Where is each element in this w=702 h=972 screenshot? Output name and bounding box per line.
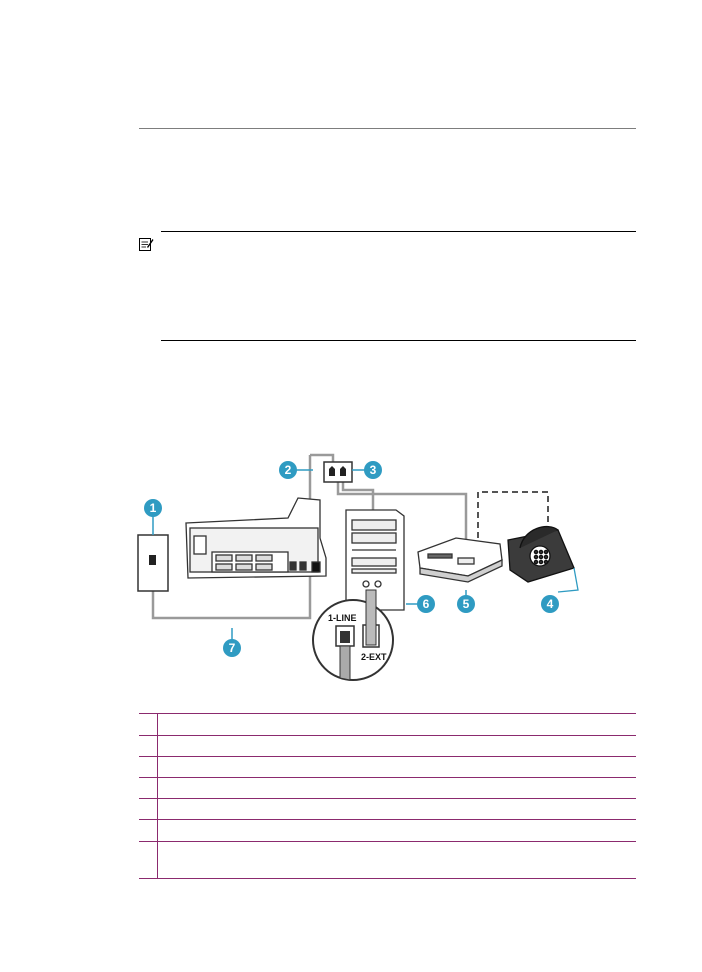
legend-row (139, 713, 636, 736)
note-rule-bottom (161, 340, 636, 341)
svg-text:6: 6 (423, 597, 430, 611)
telephone (507, 525, 575, 583)
svg-text:1: 1 (150, 501, 157, 515)
port-magnifier: 1-LINE 2-EXT (312, 589, 394, 681)
legend-num (139, 842, 158, 879)
answering-machine (417, 537, 503, 583)
hp-all-in-one (185, 497, 327, 579)
legend-row (139, 735, 636, 757)
cable-dashed-phone (477, 491, 549, 548)
callout-1: 1 (144, 499, 162, 517)
cable-splitter-to-computer (341, 482, 375, 510)
legend-row (139, 841, 636, 879)
callout-4: 4 (541, 595, 559, 613)
callout-6: 6 (417, 595, 435, 613)
callout-3: 3 (364, 461, 382, 479)
legend-text (161, 799, 636, 820)
legend-text (161, 714, 636, 736)
legend-row (139, 819, 636, 842)
svg-text:3: 3 (370, 463, 377, 477)
svg-text:2: 2 (285, 463, 292, 477)
legend-text (161, 757, 636, 778)
phone-cord-leader (557, 567, 579, 593)
callout-7: 7 (223, 639, 241, 657)
legend-row (139, 798, 636, 820)
legend-num (139, 757, 158, 778)
legend-text (161, 736, 636, 757)
port-label-ext: 2-EXT (361, 652, 387, 662)
svg-text:4: 4 (547, 597, 554, 611)
legend-num (139, 820, 158, 842)
legend-num (139, 799, 158, 820)
computer-tower (345, 509, 405, 611)
legend-table (139, 713, 636, 880)
callout-2: 2 (279, 461, 297, 479)
fax-setup-diagram: 1-LINE 2-EXT 1 2 3 4 5 6 7 (137, 453, 579, 681)
note-icon (139, 238, 154, 251)
cable-splitter-top (310, 453, 335, 462)
legend-bottom-border (139, 878, 636, 879)
legend-num (139, 714, 158, 736)
legend-text (161, 820, 636, 842)
legend-row (139, 756, 636, 778)
note-rule-top (161, 231, 636, 232)
section-divider (139, 128, 636, 129)
svg-text:5: 5 (463, 597, 470, 611)
legend-row (139, 777, 636, 799)
parallel-splitter (323, 461, 353, 483)
cable-splitter-to-answering (336, 482, 468, 548)
legend-num (139, 778, 158, 799)
port-label-line: 1-LINE (328, 613, 357, 623)
wall-jack (137, 534, 169, 592)
callout-5: 5 (457, 595, 475, 613)
legend-num (139, 736, 158, 757)
callout-leaders (152, 469, 467, 640)
legend-text (161, 842, 636, 879)
legend-text (161, 778, 636, 799)
svg-text:7: 7 (229, 641, 236, 655)
